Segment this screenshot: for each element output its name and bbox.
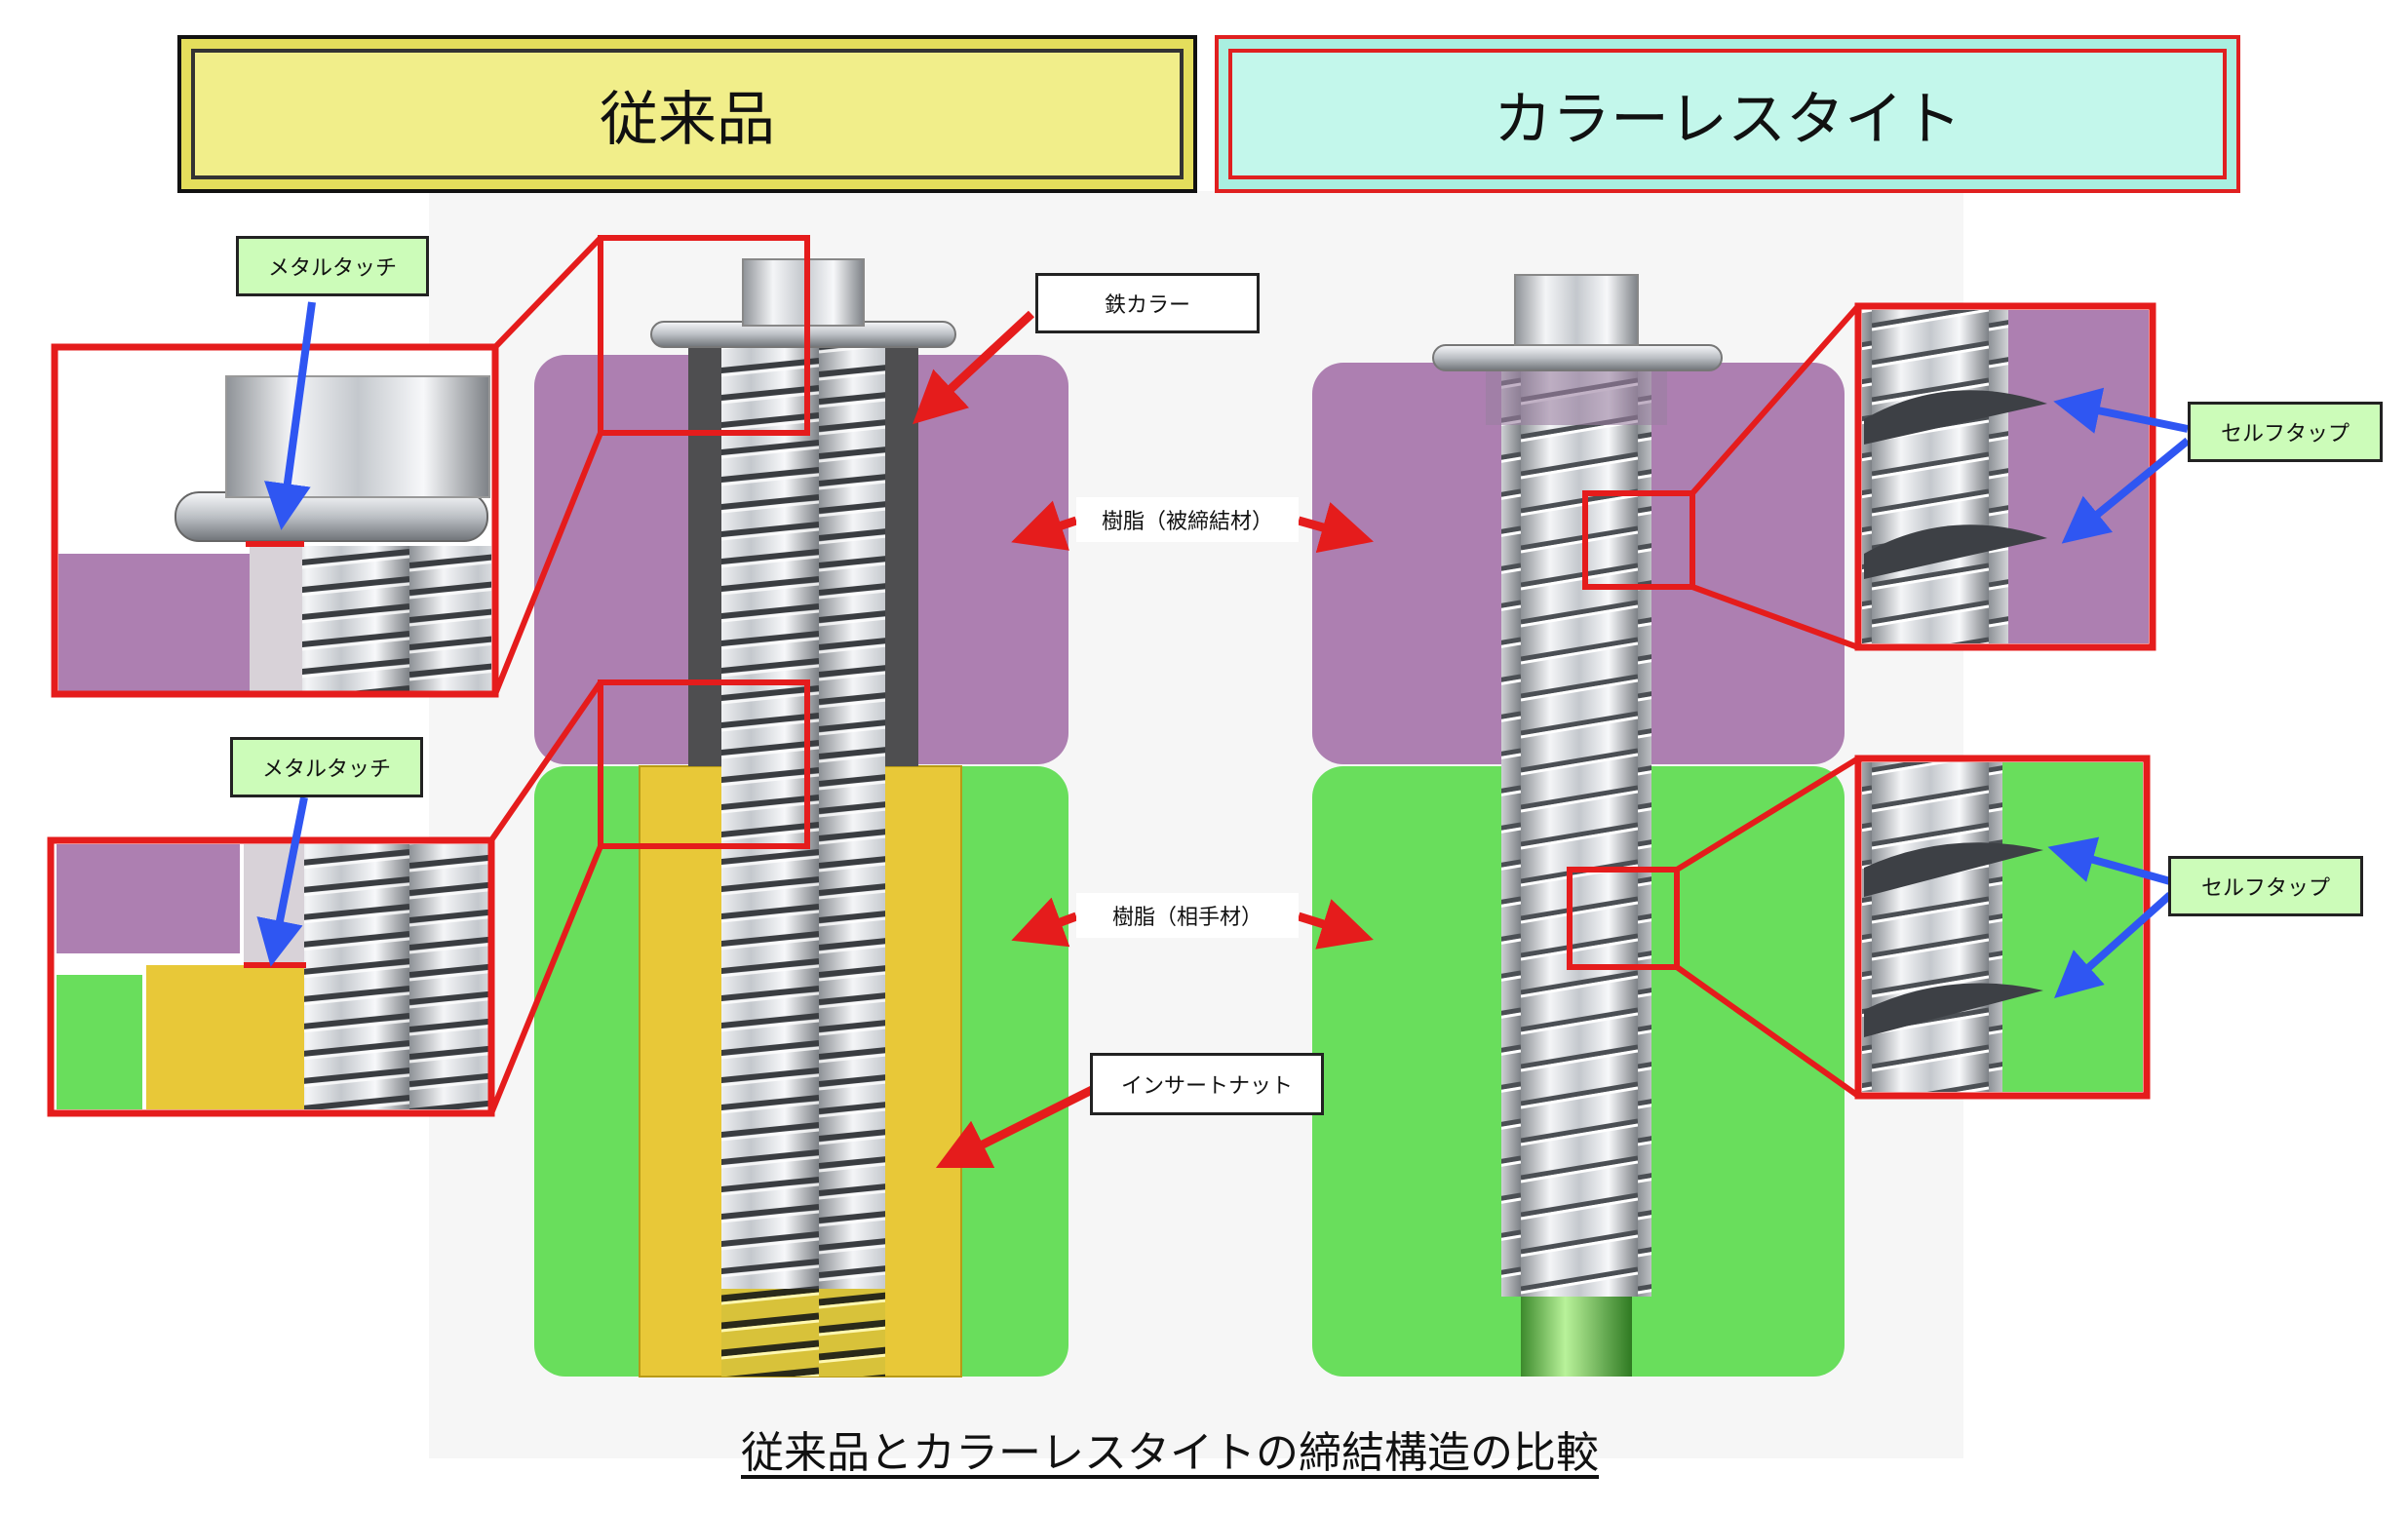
label-insert-nut: インサートナット [1090, 1053, 1324, 1115]
arrow-iron-collar [913, 310, 1035, 425]
callout-frames [488, 235, 1861, 1115]
label-self-tap-top: セルフタップ [2188, 402, 2383, 462]
leader-br-2 [1675, 964, 1860, 1099]
blue-arrows [256, 301, 2191, 998]
inset-top-collar [250, 546, 304, 692]
inset-bottom-nut [146, 965, 318, 1109]
inset-bottom-mating-resin [57, 975, 142, 1109]
inset-bottom-resin [57, 844, 240, 953]
leader-bl-2 [488, 844, 603, 1115]
inset-bottom-thread [304, 844, 489, 1109]
inset-rb-thread-1 [1864, 842, 2043, 897]
inset-rt-resin [2008, 310, 2149, 643]
arrow-resin-fastened-left [1011, 500, 1078, 551]
inset-top-thread [302, 546, 491, 692]
inset-rb-resin [1999, 762, 2143, 1092]
callout-source-bottom-left [598, 679, 810, 849]
label-metal-touch-bottom: メタルタッチ [230, 737, 423, 797]
red-arrows [913, 310, 1374, 1169]
inset-rb-screw [1862, 762, 2002, 1092]
inset-rb-frame [1854, 755, 2151, 1100]
leader-br-1 [1675, 756, 1860, 873]
header-conventional: 従来品 [177, 35, 1197, 193]
bolt-head-left [742, 258, 865, 327]
arrow-self-tap-top-1 [2053, 387, 2189, 434]
tapping-screw-shank [1501, 367, 1651, 1297]
bolt-tip-right [1521, 1297, 1632, 1377]
inset-bottom-frame [47, 836, 495, 1117]
inset-top-head [225, 375, 490, 498]
inset-rb-thread-2 [1864, 983, 2043, 1037]
arrow-resin-fastened-right [1297, 502, 1374, 554]
inset-rt-thread-1 [1864, 390, 2047, 445]
arrow-metal-touch-top [264, 301, 316, 530]
header-colorless-tight: カラーレスタイト [1215, 35, 2240, 193]
header-colorless-tight-text: カラーレスタイト [1494, 85, 1961, 154]
inset-top-resin [58, 554, 250, 692]
bolt-flange-right [1432, 344, 1723, 371]
self-tap-inset-top [1854, 302, 2156, 651]
inset-rt-thread-2 [1864, 524, 2047, 579]
bolt-thread-in-nut [721, 1289, 885, 1377]
arrow-self-tap-bottom-1 [2047, 836, 2172, 885]
conventional-assembly [534, 258, 1068, 1377]
bolt-head-right [1514, 274, 1639, 346]
arrow-self-tap-top-2 [2061, 437, 2191, 544]
self-tap-inset-bottom [1854, 755, 2151, 1100]
label-resin-fastened: 樹脂（被締結材） [1076, 497, 1299, 542]
metal-touch-inset-bottom [47, 836, 495, 1117]
callout-source-top-left [598, 235, 810, 436]
callout-source-top-right [1582, 490, 1695, 590]
colorless-tight-assembly [1312, 274, 1845, 1377]
label-metal-touch-top: メタルタッチ [236, 236, 429, 296]
label-iron-collar: 鉄カラー [1035, 273, 1260, 333]
metal-touch-inset-top [51, 343, 499, 698]
label-resin-mating: 樹脂（相手材） [1076, 893, 1299, 938]
leader-tl-2 [492, 431, 603, 696]
inset-rt-frame [1854, 302, 2156, 651]
callout-source-bottom-right [1567, 867, 1680, 970]
leader-tl-1 [492, 235, 603, 350]
arrow-resin-mating-left [1011, 897, 1078, 948]
inset-top-frame [51, 343, 499, 698]
diagram-caption: 従来品とカラーレスタイトの締結構造の比較 [741, 1428, 1599, 1478]
leader-tr-1 [1689, 304, 1861, 495]
leader-bl-1 [488, 680, 603, 842]
leader-tr-2 [1690, 584, 1860, 650]
inset-rt-screw [1862, 310, 2008, 643]
label-self-tap-bottom: セルフタップ [2168, 856, 2363, 916]
arrow-metal-touch-bottom [256, 796, 308, 967]
screw-neck-shadow [1486, 367, 1667, 425]
header-conventional-text: 従来品 [600, 85, 775, 154]
arrow-resin-mating-right [1297, 899, 1374, 950]
arrow-self-tap-bottom-2 [2054, 892, 2173, 998]
bolt-shank-left [721, 341, 885, 1377]
arrow-insert-nut [935, 1085, 1095, 1169]
inset-top-flange [175, 491, 488, 542]
